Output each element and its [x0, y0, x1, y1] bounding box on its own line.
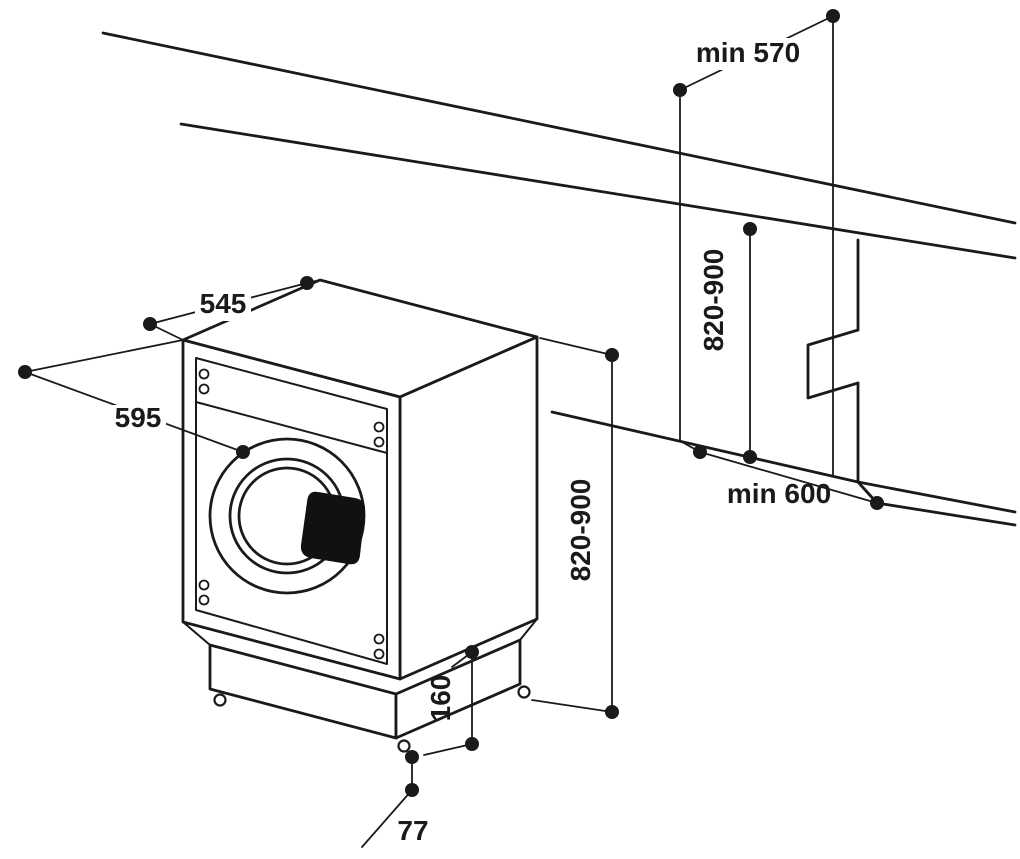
label-mask — [195, 291, 251, 321]
door-handle-recess — [300, 491, 366, 565]
dim-endpoint-dot — [673, 83, 687, 97]
extension-line — [423, 743, 473, 756]
dim-endpoint-dot — [826, 9, 840, 23]
dim-label-niche-depth: min 570 — [696, 37, 800, 68]
niche-floor-edge — [550, 410, 860, 484]
screw-hole-icon — [373, 421, 385, 433]
dim-endpoint-dot — [605, 348, 619, 362]
cabinet-plinth-bottom-edge — [875, 501, 1017, 527]
foot-front-right — [397, 739, 411, 753]
screw-hole-icon — [198, 368, 210, 380]
screw-hole-icon — [198, 594, 210, 606]
feet — [213, 685, 531, 753]
screw-hole-icon — [373, 633, 385, 645]
dim-endpoint-dot — [300, 276, 314, 290]
dim-endpoint-dot — [693, 445, 707, 459]
dim-endpoint-dot — [18, 365, 32, 379]
label-masks — [110, 38, 807, 435]
plinth — [182, 618, 538, 740]
extension-line — [24, 339, 184, 373]
plinth-side-face — [394, 638, 522, 740]
plinth-connector-left — [182, 621, 211, 646]
dim-endpoint-dot — [465, 737, 479, 751]
front-panel-inner-frame — [195, 357, 388, 665]
countertop-top-edge — [101, 31, 1017, 225]
dim-niche-depth-min570 — [679, 15, 834, 477]
cabinet-plinth-top-edge — [856, 480, 1017, 514]
control-panel-divider — [195, 401, 388, 454]
dim-label-machine-depth: 545 — [200, 288, 247, 319]
dim-label-plinth-height: 160 — [425, 675, 456, 722]
dim-label-feet-height: 77 — [397, 815, 428, 846]
dimension-line — [699, 451, 878, 504]
label-mask — [689, 38, 807, 70]
dim-endpoint-dot — [236, 445, 250, 459]
dimension-endpoints — [18, 9, 884, 797]
dim-machine-height-820-900 — [531, 337, 613, 713]
countertop-bottom-edge — [179, 122, 1017, 260]
dim-endpoint-dot — [605, 705, 619, 719]
dimension-labels: min 570 820-900 545 595 820-900 min 600 … — [115, 37, 832, 846]
countertop — [101, 31, 1017, 260]
dim-endpoint-dot — [870, 496, 884, 510]
screw-hole-icon — [373, 648, 385, 660]
machine-side-face — [398, 335, 539, 681]
leader-line — [361, 789, 413, 848]
machine-front-face — [181, 338, 402, 681]
dim-endpoint-dot — [465, 645, 479, 659]
dim-label-machine-height: 820-900 — [565, 479, 596, 582]
dim-endpoint-dot — [143, 317, 157, 331]
washing-machine — [181, 278, 539, 753]
dim-label-niche-height: 820-900 — [698, 249, 729, 352]
dim-label-niche-width: min 600 — [727, 478, 831, 509]
door — [208, 437, 366, 595]
dim-endpoint-dot — [405, 750, 419, 764]
extension-line — [539, 337, 613, 356]
screw-hole-icon — [373, 436, 385, 448]
dim-endpoint-dot — [405, 783, 419, 797]
screw-holes — [198, 368, 385, 660]
dim-endpoint-dot — [743, 222, 757, 236]
dim-label-machine-width: 595 — [115, 402, 162, 433]
dim-endpoint-dot — [743, 450, 757, 464]
plinth-connector-rear — [519, 618, 538, 641]
foot-front-left — [213, 693, 227, 707]
screw-hole-icon — [198, 579, 210, 591]
foot-rear-right — [517, 685, 531, 699]
extension-line — [531, 699, 613, 713]
label-mask — [110, 405, 166, 435]
screw-hole-icon — [198, 383, 210, 395]
